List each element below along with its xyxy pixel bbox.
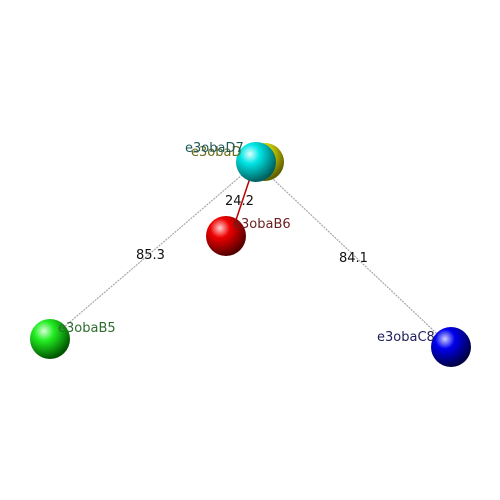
distance-line-b5 xyxy=(49,162,257,340)
atom-c8[interactable] xyxy=(431,327,471,367)
distance-label-b5: 85.3 xyxy=(136,248,165,263)
distance-line-b6 xyxy=(233,177,251,227)
atom-b5[interactable] xyxy=(30,319,70,359)
atom-label-b6: e3obaB6 xyxy=(233,217,291,232)
atom-label-d-yellow: e3obaD xyxy=(191,145,241,160)
atom-label-d7: e3obaD7 xyxy=(185,141,244,156)
atom-d7[interactable] xyxy=(236,142,276,182)
atom-label-b5: e3obaB5 xyxy=(58,321,116,336)
distance-line-c8 xyxy=(255,162,452,348)
atom-label-c8: e3obaC8 xyxy=(377,330,435,345)
distance-label-c8: 84.1 xyxy=(339,251,368,266)
atom-b6[interactable] xyxy=(206,216,246,256)
distance-label-b6: 24.2 xyxy=(225,194,254,209)
